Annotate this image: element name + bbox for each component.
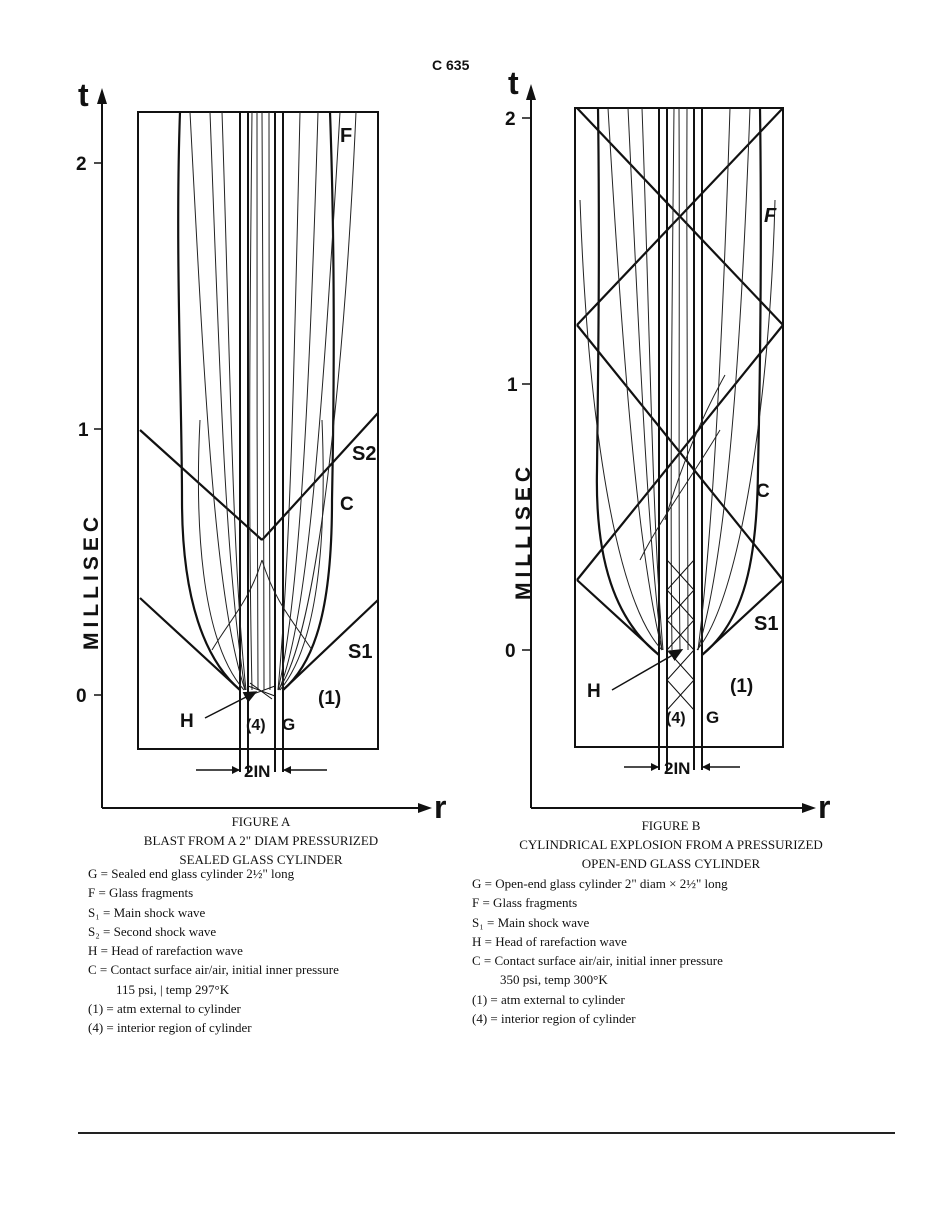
figure-b-label-region-4: (4)	[666, 710, 686, 727]
page-label: C 635	[432, 57, 470, 73]
bottom-rule	[78, 1132, 895, 1134]
legend-b-row: F = Glass fragments	[472, 895, 578, 911]
legend-b-row: 350 psi, temp 300°K	[500, 972, 608, 988]
legend-b-row: (1) = atm external to cylinder	[472, 991, 625, 1007]
figure-b-caption-line-1: CYLINDRICAL EXPLOSION FROM A PRESSURIZED	[519, 837, 823, 852]
figure-b-caption-title: FIGURE B	[641, 818, 701, 833]
figure-a-t-label: t	[78, 77, 89, 113]
figure-b-legend: G = Open-end glass cylinder 2" diam × 2½…	[472, 874, 728, 1028]
figure-b-width-label: 2IN	[664, 759, 690, 778]
figure-b-y-axis-label: MILLISEC	[512, 462, 535, 600]
figure-a-caption-line-2: SEALED GLASS CYLINDER	[179, 852, 343, 867]
legend-a-row: G = Sealed end glass cylinder 2½" long	[88, 866, 295, 881]
figure-b-r-label: r	[818, 789, 830, 825]
figure-a-width-label: 2IN	[244, 762, 270, 781]
figure-a-caption-title: FIGURE A	[231, 814, 291, 829]
legend-a-row: S₂ = Second shock wave	[88, 923, 217, 939]
legend-a-row: (4) = interior region of cylinder	[88, 1020, 252, 1036]
figure-b-label-region-1: (1)	[730, 676, 753, 697]
figure-b-t-label: t	[508, 65, 519, 101]
figure-a-caption-line-1: BLAST FROM A 2" DIAM PRESSURIZED	[143, 833, 379, 848]
figure-b-label-h: H	[587, 681, 601, 702]
legend-b-row: S₁ = Main shock wave	[472, 914, 590, 930]
legend-b-row: H = Head of rarefaction wave	[472, 933, 627, 949]
figure-b-tick-0: 0	[505, 641, 516, 662]
figure-a-label-c: C	[340, 494, 354, 515]
legend-b-row: (4) = interior region of cylinder	[472, 1011, 636, 1027]
legend-a-row: 115 psi, | temp 297°K	[116, 981, 230, 997]
figure-a-tick-0: 0	[76, 686, 87, 707]
figure-b-tick-2: 2	[505, 109, 516, 130]
figure-a-caption: FIGURE A BLAST FROM A 2" DIAM PRESSURIZE…	[100, 812, 422, 869]
figure-a-label-h: H	[180, 711, 194, 732]
figure-b-label-s1: S1	[754, 613, 778, 635]
figure-a-legend: G = Sealed end glass cylinder 2½" long F…	[88, 864, 339, 1038]
figure-b-tick-1: 1	[507, 375, 518, 396]
figure-b-label-c: C	[756, 481, 770, 502]
figure-a-label-region-4: (4)	[246, 717, 266, 734]
legend-b-row: C = Contact surface air/air, initial inn…	[472, 953, 723, 969]
legend-a-row: C = Contact surface air/air, initial inn…	[88, 962, 339, 978]
figure-b-caption: FIGURE B CYLINDRICAL EXPLOSION FROM A PR…	[478, 816, 864, 873]
figure-b-label-g: G	[706, 708, 719, 727]
figure-b-label-f: F	[764, 205, 777, 227]
figure-a-label-region-1: (1)	[318, 688, 341, 709]
legend-a-row: H = Head of rarefaction wave	[88, 943, 243, 959]
figure-b-caption-line-2: OPEN-END GLASS CYLINDER	[581, 856, 761, 871]
legend-a-row: S₁ = Main shock wave	[88, 904, 206, 920]
figure-a-label-s2: S2	[352, 443, 376, 465]
figure-a-label-g: G	[282, 715, 295, 734]
figure-a-label-s1: S1	[348, 641, 372, 663]
legend-a-row: F = Glass fragments	[88, 885, 194, 901]
figure-a-r-label: r	[434, 789, 446, 825]
legend-a-row: (1) = atm external to cylinder	[88, 1001, 241, 1017]
figure-a-y-axis-label: MILLISEC	[80, 512, 103, 650]
figure-a-tick-1: 1	[78, 420, 89, 441]
figure-a-tick-2: 2	[76, 154, 87, 175]
figure-a-label-f: F	[340, 125, 352, 147]
legend-b-row: G = Open-end glass cylinder 2" diam × 2½…	[472, 876, 728, 891]
